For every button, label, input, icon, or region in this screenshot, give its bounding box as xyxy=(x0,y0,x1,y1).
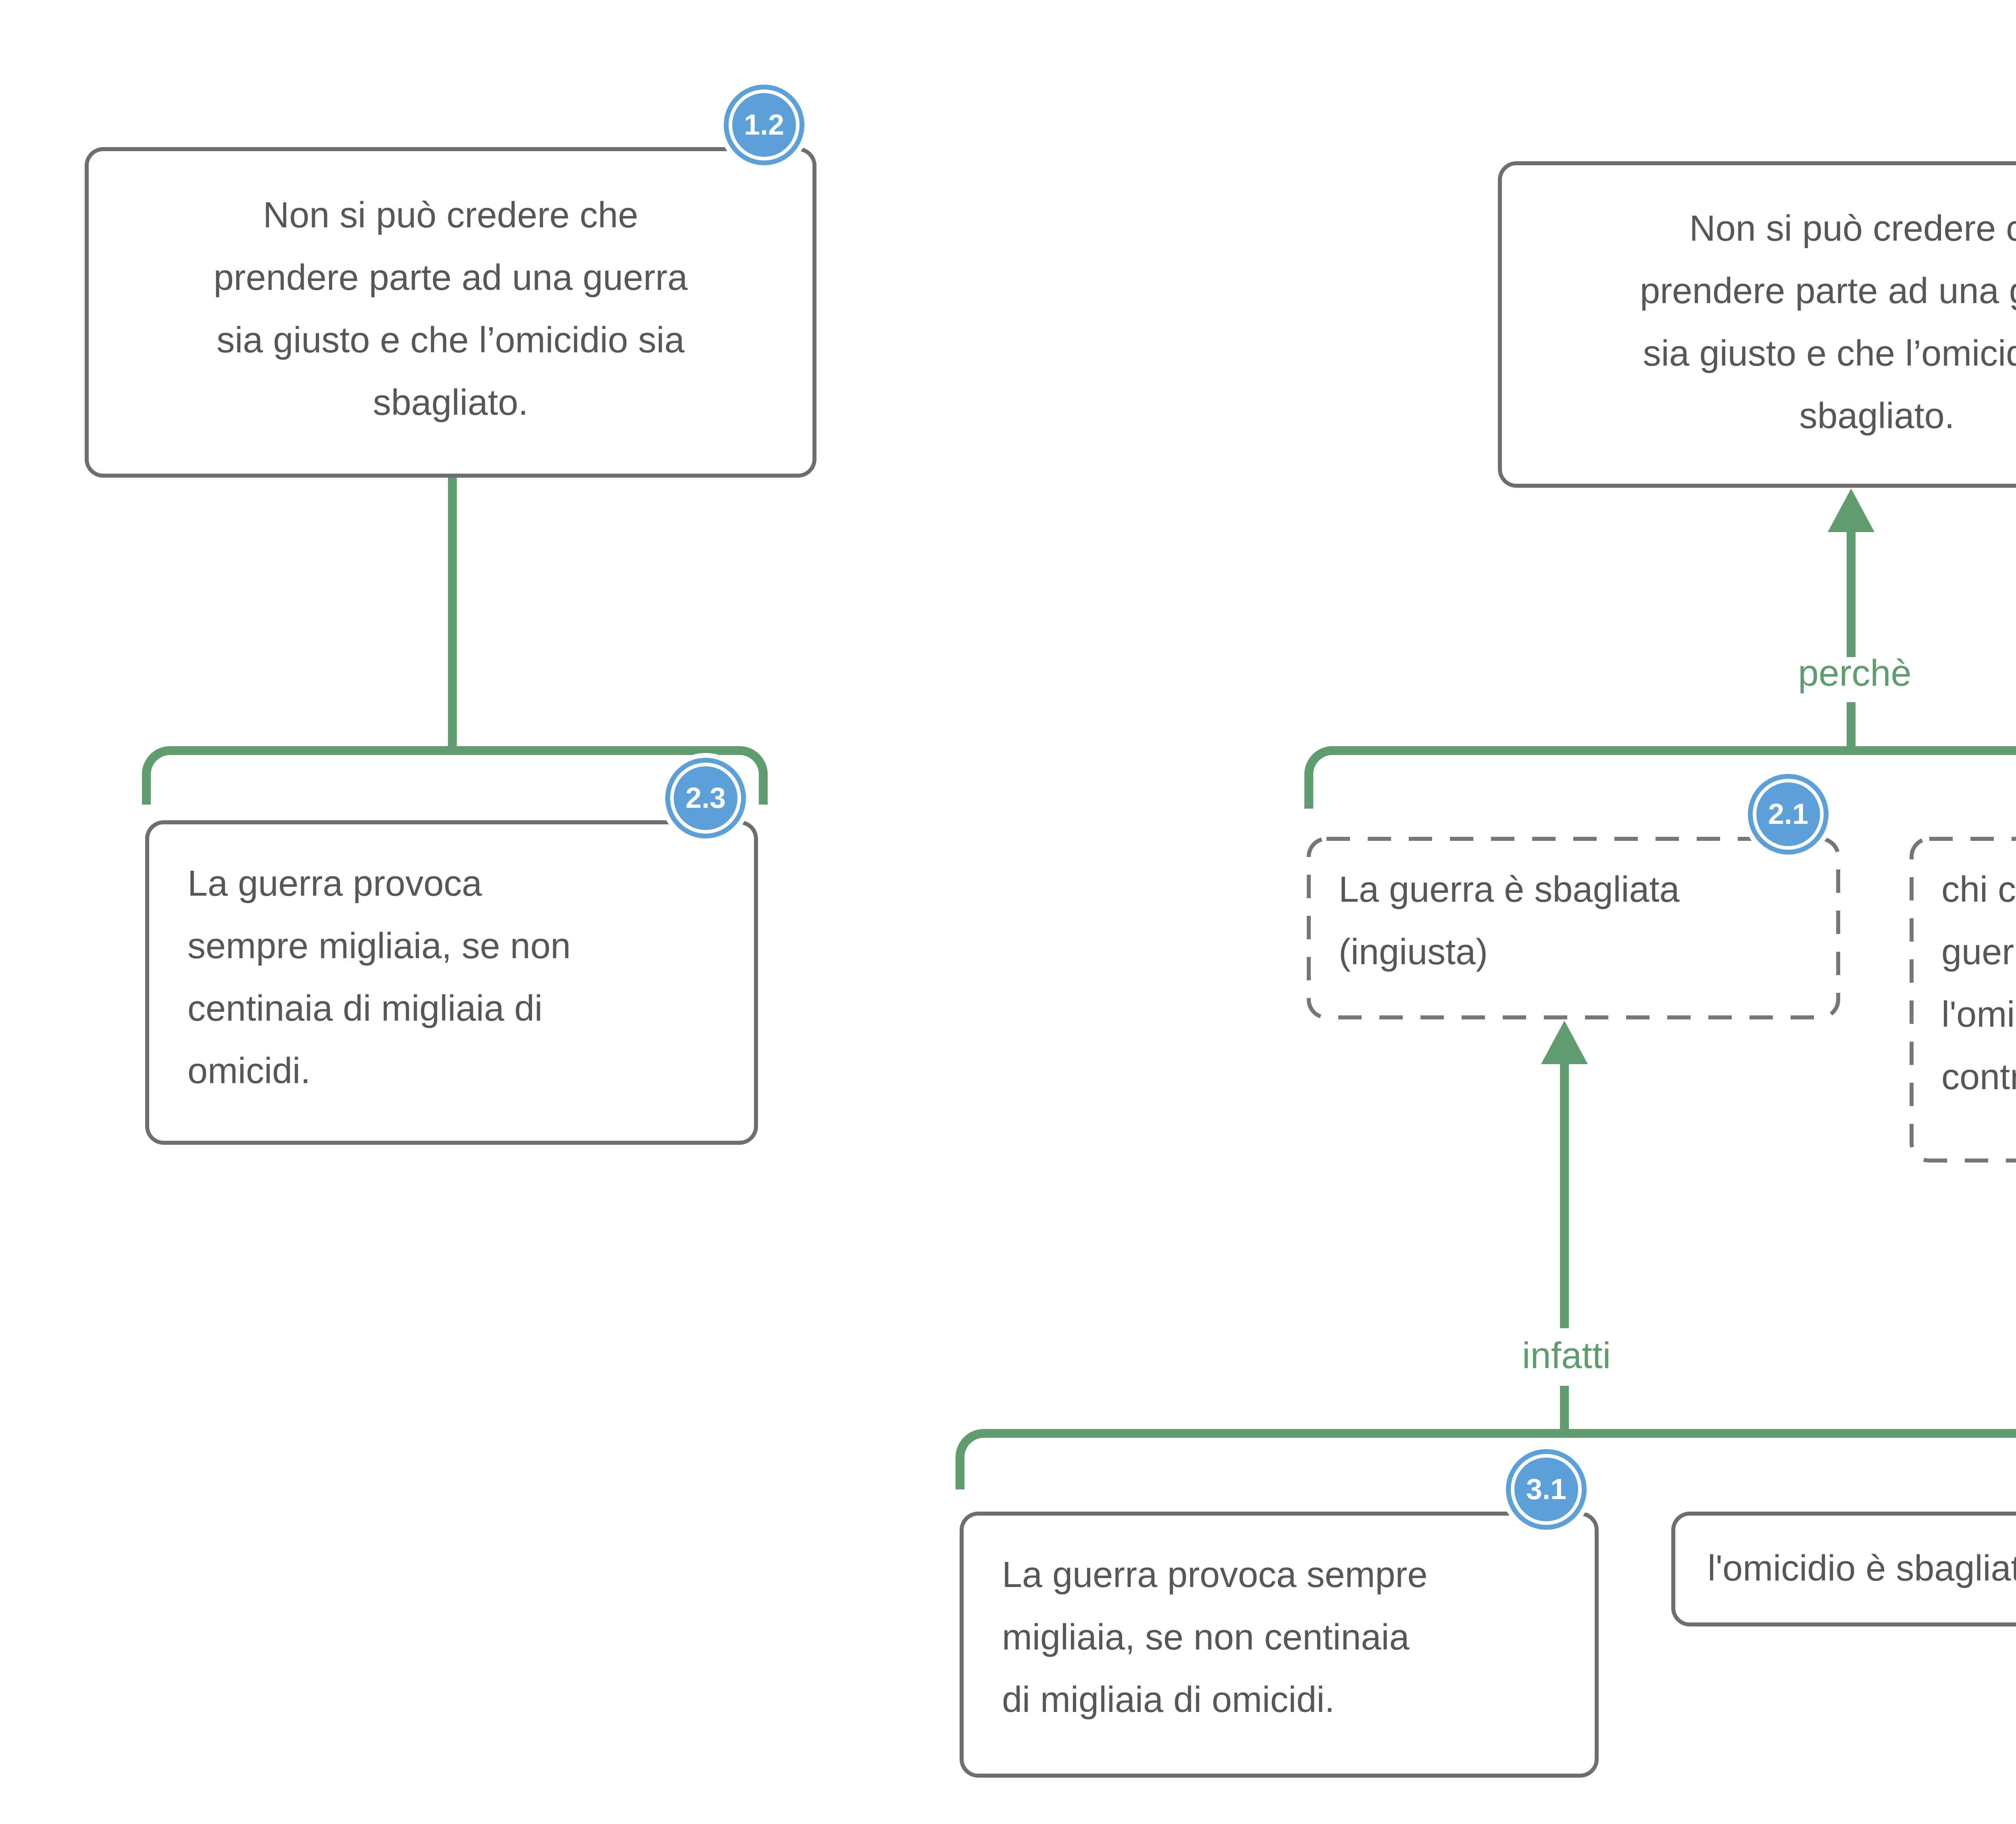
node-2-3[interactable]: La guerra provoca sempre migliaia, se no… xyxy=(145,820,758,1145)
bracket-infatti-group xyxy=(956,1429,2016,1489)
node-3-1[interactable]: La guerra provoca sempre migliaia, se no… xyxy=(960,1512,1599,1778)
arrow-infatti-head xyxy=(1541,1021,1588,1064)
bracket-left-group xyxy=(142,746,768,805)
node-2-2[interactable]: chi crede che la guerra è giusta e l'omi… xyxy=(1909,836,2016,1163)
node-2-1[interactable]: La guerra è sbagliata (ingiusta) xyxy=(1306,836,1841,1020)
bracket-perche-group xyxy=(1304,746,2016,809)
node-1-1-text: Non si può credere che prendere parte ad… xyxy=(1640,208,2016,436)
badge-3-1: 3.1 xyxy=(1506,1449,1587,1530)
label-infatti[interactable]: infatti xyxy=(1522,1335,1611,1376)
badge-3-1-number: 3.1 xyxy=(1526,1473,1567,1506)
node-3-1-text: La guerra provoca sempre migliaia, se no… xyxy=(1002,1555,1428,1720)
node-1-1[interactable]: Non si può credere che prendere parte ad… xyxy=(1498,161,2016,488)
badge-1-2: 1.2 xyxy=(724,85,804,165)
badge-1-2-number: 1.2 xyxy=(744,109,785,141)
node-1-2[interactable]: Non si può credere che prendere parte ad… xyxy=(85,147,816,478)
arrow-infatti-stub xyxy=(1560,1386,1569,1429)
node-2-2-text: chi crede che la guerra è giusta e l'omi… xyxy=(1941,869,2016,1097)
badge-2-1-number: 2.1 xyxy=(1768,798,1809,830)
connector-left-line xyxy=(448,478,457,751)
node-2-1-dashed-border xyxy=(1307,837,1840,1019)
badge-2-3-number: 2.3 xyxy=(685,782,726,814)
arrow-perche-shaft xyxy=(1847,530,1856,657)
label-perche[interactable]: perchè xyxy=(1798,653,1912,694)
arrow-perche-head xyxy=(1828,489,1874,532)
node-2-2-dashed-border xyxy=(1910,837,2016,1163)
node-3-2[interactable]: l'omicidio è sbagliato xyxy=(1671,1512,2016,1626)
node-1-2-text: Non si può credere che prendere parte ad… xyxy=(213,195,688,423)
badge-2-3: 2.3 xyxy=(665,758,746,838)
node-3-2-text: l'omicidio è sbagliato xyxy=(1708,1548,2016,1589)
node-2-3-text: La guerra provoca sempre migliaia, se no… xyxy=(187,863,571,1091)
arrow-infatti-shaft xyxy=(1560,1063,1569,1328)
arrow-perche-stub xyxy=(1847,702,1856,746)
node-2-1-text: La guerra è sbagliata (ingiusta) xyxy=(1339,869,1680,972)
badge-2-1: 2.1 xyxy=(1748,774,1829,855)
